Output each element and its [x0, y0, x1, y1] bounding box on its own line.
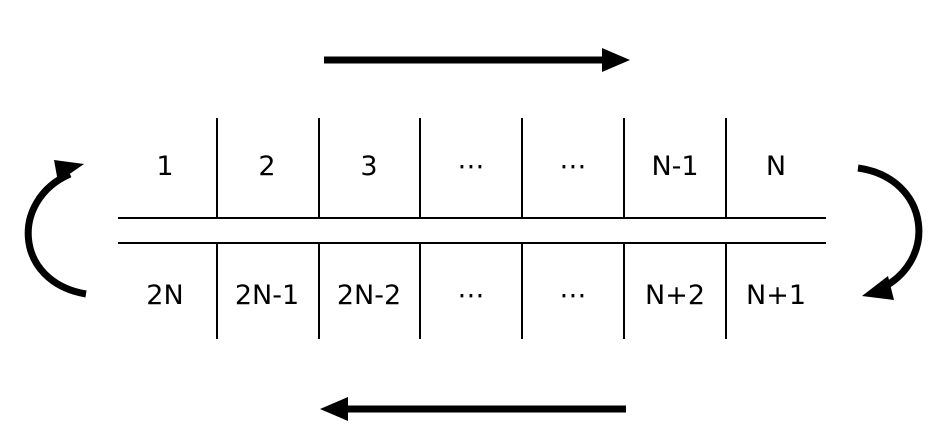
bottom-cell-label: N+2: [645, 280, 705, 311]
left-curved-arrow: [24, 160, 87, 298]
buffer-track: [118, 217, 826, 244]
top-row: 1 2 3 ⋯ ⋯ N-1 N: [156, 151, 786, 182]
top-cell-label: N-1: [651, 151, 698, 182]
top-cell-label: 3: [360, 151, 377, 182]
top-right-arrow: [324, 48, 630, 72]
bottom-cell-label: N+1: [746, 280, 806, 311]
bottom-cell-label: ⋯: [458, 280, 485, 311]
top-row-dividers: [216, 118, 727, 218]
bottom-left-arrow: [320, 397, 626, 421]
bottom-row: 2N 2N-1 2N-2 ⋯ ⋯ N+2 N+1: [146, 280, 806, 311]
bottom-cell-label: 2N-1: [235, 280, 299, 311]
top-cell-label: 2: [258, 151, 275, 182]
bottom-cell-label: 2N: [146, 280, 183, 311]
bottom-cell-label: ⋯: [560, 280, 587, 311]
right-curved-arrow: [857, 164, 923, 300]
bottom-cell-label: 2N-2: [337, 280, 401, 311]
top-cell-label: 1: [156, 151, 173, 182]
bottom-row-dividers: [216, 243, 727, 339]
top-cell-label: N: [766, 151, 786, 182]
top-cell-label: ⋯: [458, 151, 485, 182]
top-cell-label: ⋯: [560, 151, 587, 182]
